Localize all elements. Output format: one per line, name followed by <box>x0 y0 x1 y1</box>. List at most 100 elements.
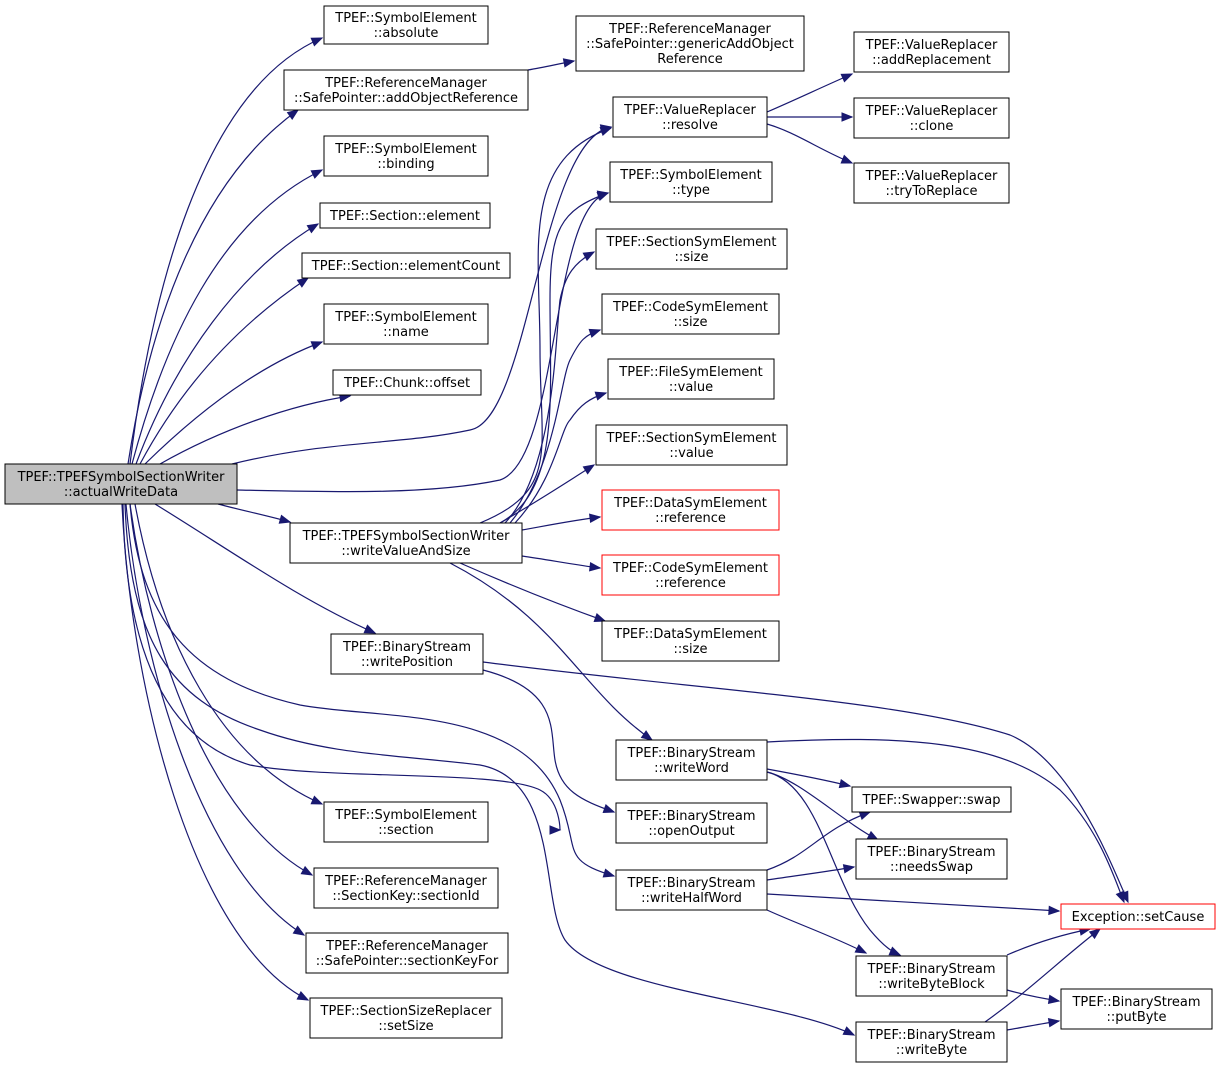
node-label-line: ::addReplacement <box>872 53 991 68</box>
node-cse-size[interactable]: TPEF::CodeSymElement::size <box>601 293 780 335</box>
node-box <box>323 303 489 345</box>
edge-root-to-se-section <box>134 503 324 805</box>
node-chunk-offset[interactable]: TPEF::Chunk::offset <box>332 369 482 396</box>
node-label-line: ::needsSwap <box>890 860 973 875</box>
node-cse-reference[interactable]: TPEF::CodeSymElement::reference <box>601 554 780 596</box>
node-label-line: TPEF::CodeSymElement <box>612 300 768 315</box>
node-bs-writehalfword[interactable]: TPEF::BinaryStream::writeHalfWord <box>615 869 768 911</box>
node-label-line: TPEF::BinaryStream <box>866 962 995 977</box>
node-label-line: TPEF::ValueReplacer <box>623 103 756 118</box>
node-box <box>601 489 780 531</box>
node-box <box>601 554 780 596</box>
node-bs-writeposition[interactable]: TPEF::BinaryStream::writePosition <box>330 633 484 675</box>
edge-bs-writehalfword-to-swapper-swap <box>766 811 872 871</box>
node-label-line: TPEF::Section::elementCount <box>311 259 501 274</box>
node-sse-value[interactable]: TPEF::SectionSymElement::value <box>595 424 788 466</box>
arrowhead <box>854 944 868 954</box>
node-bs-needsswap[interactable]: TPEF::BinaryStream::needsSwap <box>855 838 1008 880</box>
arrowhead <box>838 778 852 789</box>
node-rm-addobjref[interactable]: TPEF::ReferenceManager::SafePointer::add… <box>283 69 529 111</box>
node-bs-writebyteblock[interactable]: TPEF::BinaryStream::writeByteBlock <box>855 955 1008 997</box>
node-box <box>853 162 1010 204</box>
node-sec-elementcount[interactable]: TPEF::Section::elementCount <box>301 252 511 279</box>
node-label-line: ::section <box>378 823 434 838</box>
edge-line <box>1006 928 1091 956</box>
edge-root-to-bs-writebyte <box>122 503 562 835</box>
node-label-line: TPEF::ReferenceManager <box>608 22 771 37</box>
node-bs-putbyte[interactable]: TPEF::BinaryStream::putByte <box>1060 988 1213 1030</box>
node-vr-clone[interactable]: TPEF::ValueReplacer::clone <box>853 97 1010 139</box>
node-rm-sectionid[interactable]: TPEF::ReferenceManager::SectionKey::sect… <box>313 867 499 909</box>
node-sec-element[interactable]: TPEF::Section::element <box>319 202 491 229</box>
node-box <box>615 802 768 844</box>
edge-line <box>521 555 601 569</box>
node-label-line: ::tryToReplace <box>885 184 977 199</box>
node-label-line: ::value <box>669 380 713 395</box>
node-dse-reference[interactable]: TPEF::DataSymElement::reference <box>601 489 780 531</box>
edge-line <box>499 192 609 524</box>
node-se-binding[interactable]: TPEF::SymbolElement::binding <box>323 135 489 177</box>
node-label-line: ::name <box>383 325 429 340</box>
node-root[interactable]: TPEF::TPEFSymbolSectionWriter::actualWri… <box>4 463 238 505</box>
node-label-line: TPEF::CodeSymElement <box>612 561 768 576</box>
arrowhead <box>582 464 596 475</box>
node-vr-trytoreplace[interactable]: TPEF::ValueReplacer::tryToReplace <box>853 162 1010 204</box>
node-box <box>855 1021 1008 1063</box>
node-se-absolute[interactable]: TPEF::SymbolElement::absolute <box>323 5 489 45</box>
node-swapper-swap[interactable]: TPEF::Swapper::swap <box>851 786 1012 813</box>
node-wvs[interactable]: TPEF::TPEFSymbolSectionWriter::writeValu… <box>289 522 523 564</box>
arrowhead <box>1047 1017 1061 1028</box>
node-se-section[interactable]: TPEF::SymbolElement::section <box>323 801 489 843</box>
edge-root-to-chunk-offset <box>159 392 352 465</box>
node-bs-writeword[interactable]: TPEF::BinaryStream::writeWord <box>615 739 768 781</box>
node-vr-addrepl[interactable]: TPEF::ValueReplacer::addReplacement <box>853 31 1010 73</box>
arrowhead <box>593 613 607 622</box>
edge-line <box>766 811 871 871</box>
node-label-line: TPEF::BinaryStream <box>626 746 755 761</box>
node-box <box>851 786 1012 813</box>
node-rm-genericadd[interactable]: TPEF::ReferenceManager::SafePointer::gen… <box>575 15 805 72</box>
nodes-layer: TPEF::TPEFSymbolSectionWriter::actualWri… <box>4 5 1216 1063</box>
node-label-line: ::size <box>674 315 708 330</box>
node-label-line: TPEF::FileSymElement <box>618 365 762 380</box>
edge-line <box>459 562 606 622</box>
node-label-line: TPEF::SectionSymElement <box>606 235 777 250</box>
node-fse-value[interactable]: TPEF::FileSymElement::value <box>607 358 775 400</box>
node-label-line: TPEF::BinaryStream <box>626 809 755 824</box>
edge-wvs-to-fse-value <box>514 391 608 524</box>
node-vr-resolve[interactable]: TPEF::ValueReplacer::resolve <box>612 96 768 138</box>
edge-wvs-to-sse-value <box>499 464 596 524</box>
node-dse-size[interactable]: TPEF::DataSymElement::size <box>601 620 780 662</box>
node-label-line: TPEF::ReferenceManager <box>324 874 487 889</box>
node-bs-openoutput[interactable]: TPEF::BinaryStream::openOutput <box>615 802 768 844</box>
arrowhead <box>278 514 292 524</box>
edge-line <box>514 392 607 524</box>
node-label-line: ::writeByteBlock <box>878 977 985 992</box>
node-box <box>853 31 1010 73</box>
node-label-line: Exception::setCause <box>1072 910 1205 925</box>
node-exc-setcause[interactable]: Exception::setCause <box>1060 903 1216 930</box>
node-bs-writebyte[interactable]: TPEF::BinaryStream::writeByte <box>855 1021 1008 1063</box>
arrowhead <box>842 864 856 874</box>
node-label-line: ::reference <box>655 576 726 591</box>
node-se-name[interactable]: TPEF::SymbolElement::name <box>323 303 489 345</box>
edge-root-to-rm-sectionid <box>129 503 314 876</box>
node-label-line: ::value <box>669 446 713 461</box>
edge-bs-writehalfword-to-exc-setcause <box>766 893 1061 916</box>
edge-line <box>509 329 601 524</box>
node-ssr-setsize[interactable]: TPEF::SectionSizeReplacer::setSize <box>309 997 503 1039</box>
node-box <box>323 5 489 45</box>
edge-line <box>131 169 323 465</box>
arrowhead <box>1048 905 1061 916</box>
node-label-line: Reference <box>657 52 722 67</box>
arrowhead <box>292 925 306 936</box>
edge-line <box>766 73 853 113</box>
node-label-line: TPEF::SymbolElement <box>334 310 476 325</box>
node-label-line: TPEF::BinaryStream <box>1071 995 1200 1010</box>
node-sse-size[interactable]: TPEF::SectionSymElement::size <box>595 228 788 270</box>
node-se-type[interactable]: TPEF::SymbolElement::type <box>609 161 773 203</box>
node-box <box>601 293 780 335</box>
node-box <box>305 932 509 974</box>
edge-bs-writeword-to-bs-writebyteblock <box>766 771 902 956</box>
node-rm-sectionkeyfor[interactable]: TPEF::ReferenceManager::SafePointer::sec… <box>305 932 509 974</box>
